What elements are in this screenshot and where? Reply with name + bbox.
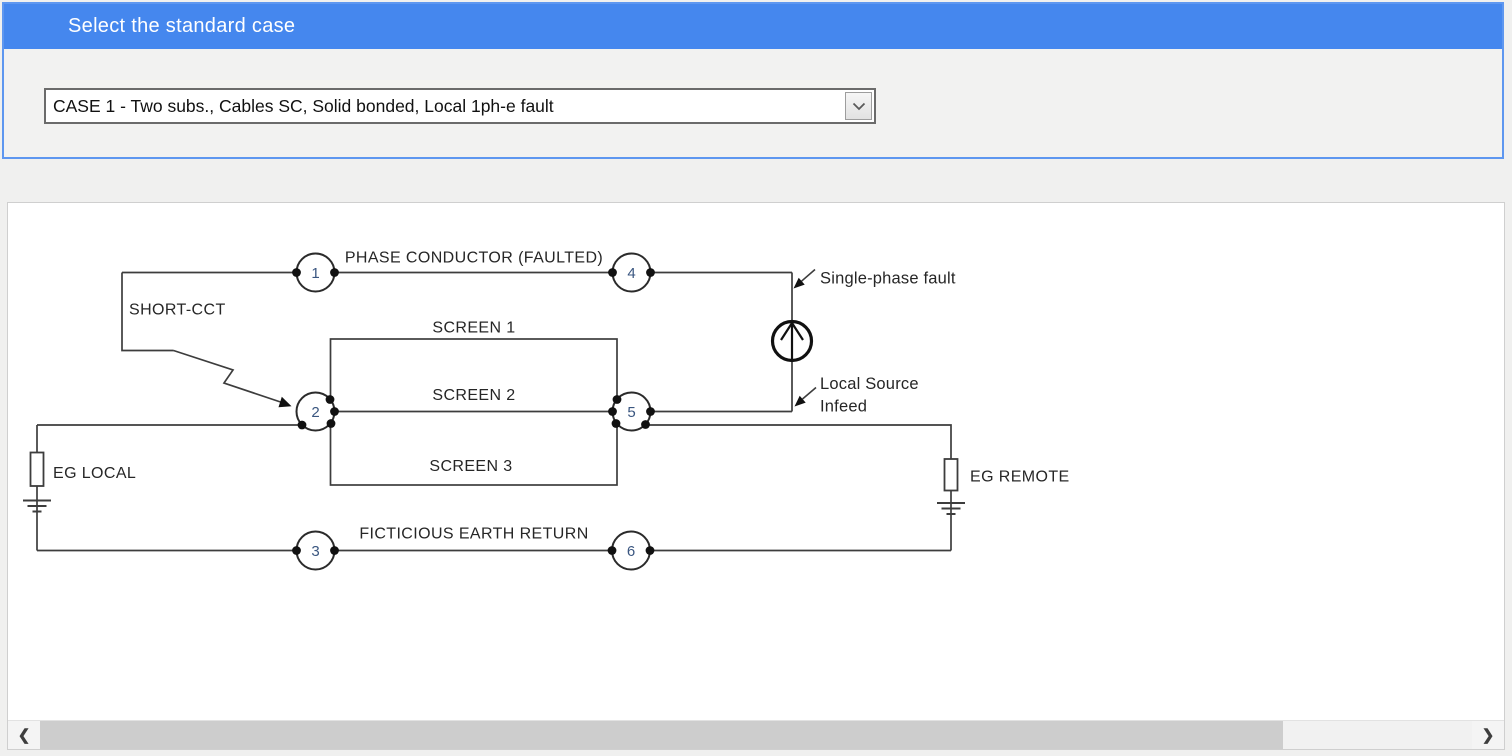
- circuit-diagram-panel: 1 2 3 4 5 6 PHASE CONDUCTOR (FAULTED) SH…: [7, 202, 1505, 750]
- node-label-4: 4: [627, 265, 635, 282]
- node-label-3: 3: [311, 543, 319, 560]
- short-cct-callout-line: [121, 272, 174, 352]
- ground-symbol-local: [23, 499, 51, 513]
- dropdown-open-button[interactable]: [845, 92, 872, 120]
- node-label-1: 1: [311, 265, 319, 282]
- scroll-left-button[interactable]: ❮: [8, 721, 40, 749]
- standard-case-dropdown[interactable]: CASE 1 - Two subs., Cables SC, Solid bon…: [44, 88, 876, 124]
- standard-case-panel: Select the standard case CASE 1 - Two su…: [2, 2, 1504, 159]
- scroll-right-icon: ❯: [1481, 727, 1495, 744]
- ground-symbol-remote: [937, 502, 965, 515]
- label-single-phase-fault: Single-phase fault: [820, 270, 956, 288]
- label-screen3: SCREEN 3: [429, 458, 512, 475]
- label-eg-local: EG LOCAL: [53, 465, 136, 482]
- remote-earth-wire: [645, 424, 952, 551]
- node-label-5: 5: [627, 404, 635, 421]
- short-cct-zigzag: [173, 349, 283, 404]
- eg-remote-resistor: [943, 458, 959, 492]
- scrollbar-thumb[interactable]: [40, 721, 1283, 749]
- connection-dots: [292, 268, 655, 555]
- label-eg-remote: EG REMOTE: [970, 469, 1070, 486]
- label-screen2: SCREEN 2: [432, 387, 515, 404]
- panel-title-bar: Select the standard case: [4, 4, 1502, 49]
- horizontal-scrollbar[interactable]: ❮ ❯: [8, 720, 1504, 749]
- chevron-down-icon: [852, 102, 865, 110]
- label-screen1: SCREEN 1: [432, 320, 515, 337]
- node-label-2: 2: [311, 404, 319, 421]
- short-cct-arrowhead: [278, 396, 292, 408]
- label-infeed: Infeed: [820, 398, 867, 416]
- node-label-6: 6: [627, 543, 635, 560]
- circuit-diagram: 1 2 3 4 5 6 PHASE CONDUCTOR (FAULTED) SH…: [23, 250, 1070, 571]
- label-phase-conductor: PHASE CONDUCTOR (FAULTED): [345, 250, 603, 267]
- eg-local-resistor: [29, 451, 45, 487]
- label-local-source: Local Source: [820, 375, 919, 393]
- scroll-right-button[interactable]: ❯: [1472, 721, 1504, 749]
- label-earth-return: FICTICIOUS EARTH RETURN: [359, 526, 588, 543]
- dropdown-selected-value: CASE 1 - Two subs., Cables SC, Solid bon…: [53, 95, 554, 116]
- scroll-left-icon: ❮: [17, 727, 31, 744]
- fault-arrow: [793, 268, 816, 289]
- panel-title: Select the standard case: [68, 15, 296, 37]
- infeed-arrow: [794, 386, 817, 407]
- label-short-cct: SHORT-CCT: [129, 302, 226, 319]
- current-source-symbol: [770, 319, 814, 363]
